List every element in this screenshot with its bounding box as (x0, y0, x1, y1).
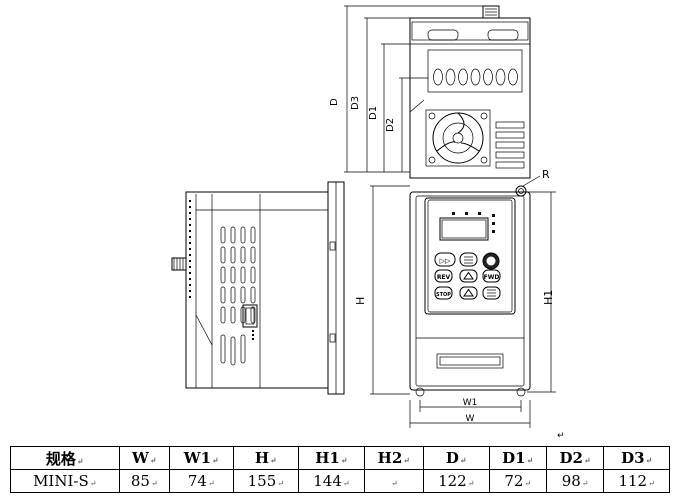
side-vent-slots (220, 226, 256, 366)
side-vent-slot (250, 306, 256, 324)
table-cell: 122↵ (422, 469, 490, 493)
vent-oval (508, 68, 518, 86)
table-row: MINI-S↵ 85↵ 74↵ 155↵ 144↵ ↵ 122↵ 72↵ 98↵… (10, 469, 670, 493)
side-vent-slot (240, 246, 246, 264)
vent-oval (483, 68, 493, 86)
side-vent-slot (230, 286, 236, 304)
dim-label-d1: D1 (368, 106, 379, 120)
table-cell: 85↵ (118, 469, 171, 493)
vent-oval (458, 68, 468, 86)
table-cell: ↵ (363, 469, 424, 493)
vent-ovals (433, 68, 518, 86)
side-vent-slot (250, 246, 256, 264)
table-cell: 144↵ (298, 469, 365, 493)
header-cell: D3↵ (603, 446, 670, 470)
side-vent-slot (240, 226, 246, 244)
paragraph-mark: ↵ (557, 431, 565, 440)
key-rev-label: REV (437, 274, 451, 281)
side-vent-slot (220, 266, 226, 284)
side-vent-slot (230, 246, 236, 264)
side-vent-slot (250, 226, 256, 244)
header-cell: W1↵ (169, 446, 234, 470)
side-vent-slot (240, 266, 246, 284)
top-view: D D3 D1 D2 (329, 5, 531, 179)
header-cell: D1↵ (488, 446, 547, 470)
dim-label-d2: D2 (385, 118, 396, 132)
side-vent-slot (230, 336, 236, 366)
spec-table: 规格↵ W↵ W1↵ H↵ H1↵ H2↵ D↵ D1↵ D2↵ D3↵ MIN… (10, 446, 670, 493)
dim-label-w: W (466, 414, 475, 424)
side-vent-slot (250, 286, 256, 304)
header-cell: W↵ (118, 446, 171, 470)
side-vent-slot (230, 306, 236, 324)
key-shift-label: ▷▷ (440, 257, 451, 265)
header-cell: D↵ (422, 446, 490, 470)
table-header-row: 规格↵ W↵ W1↵ H↵ H1↵ H2↵ D↵ D1↵ D2↵ D3↵ (10, 446, 670, 470)
vent-oval (470, 68, 481, 86)
vent-oval (445, 68, 456, 86)
table-cell: 112↵ (603, 469, 670, 493)
key-fwd-label: FWD (484, 274, 500, 281)
side-view (171, 181, 345, 395)
side-vent-slot (220, 246, 226, 264)
side-vent-slot (220, 334, 226, 364)
header-cell: H2↵ (363, 446, 424, 470)
header-cell: H1↵ (298, 446, 365, 470)
header-cell: H↵ (232, 446, 300, 470)
vent-oval (495, 68, 506, 86)
front-view: R ▷▷ REV FWD STOP (354, 168, 556, 428)
table-cell: 74↵ (169, 469, 234, 493)
side-vent-slot (250, 266, 256, 284)
side-vent-slot (230, 266, 236, 284)
dim-label-r: R (542, 168, 550, 181)
dim-label-w1: W1 (463, 398, 478, 408)
side-vent-slot (230, 226, 236, 244)
table-cell: 98↵ (545, 469, 605, 493)
dim-label-d: D (329, 98, 340, 106)
dim-label-d3: D3 (350, 96, 361, 110)
table-cell: 72↵ (488, 469, 547, 493)
header-cell: 规格↵ (10, 446, 120, 470)
side-vent-slot (240, 286, 246, 304)
header-cell: D2↵ (545, 446, 605, 470)
dim-label-h1: H1 (542, 290, 555, 305)
side-vent-slot (220, 306, 226, 324)
side-vent-slot (220, 226, 226, 244)
side-vent-slot (240, 334, 246, 364)
key-stop-label: STOP (436, 292, 451, 298)
side-vent-slot (220, 286, 226, 304)
technical-drawing: D D3 D1 D2 R (171, 5, 565, 440)
vent-oval (433, 68, 443, 86)
table-cell: MINI-S↵ (10, 469, 120, 493)
table-cell: 155↵ (232, 469, 300, 493)
dim-label-h: H (354, 297, 367, 305)
